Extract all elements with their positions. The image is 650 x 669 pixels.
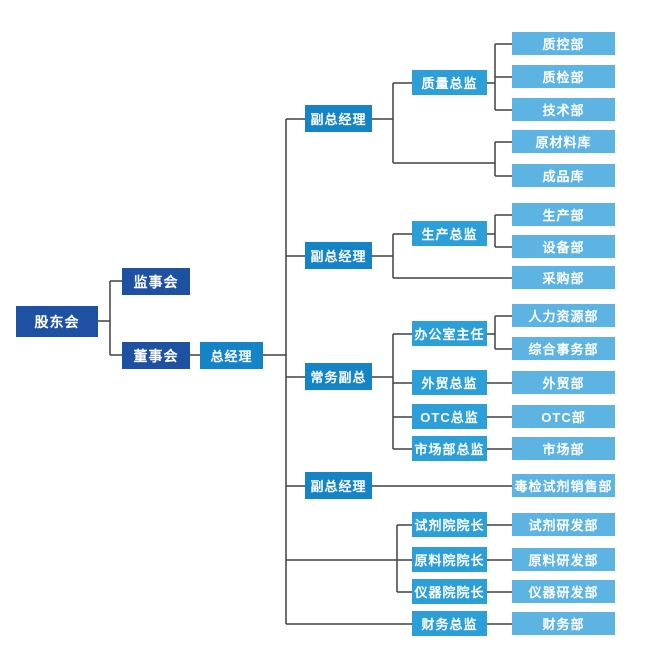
org-node-executive-deputy-gm: 常务副总 [305,363,372,390]
org-node-deputy-gm-sales: 副总经理 [305,472,372,499]
org-node-otc-dept: OTC部 [512,405,615,428]
org-node-purchasing-dept: 采购部 [512,266,615,289]
org-node-marketing-director: 市场部总监 [412,436,487,461]
org-node-production-director: 生产总监 [412,221,487,246]
org-node-otc-director: OTC总监 [412,404,487,429]
org-node-instrument-rd-dept: 仪器研发部 [512,580,615,603]
org-node-reagent-institute-dean: 试剂院院长 [412,512,487,537]
org-node-finance-dept: 财务部 [512,612,615,635]
org-node-qc-dept: 质控部 [512,32,615,55]
org-node-finished-goods-warehouse: 成品库 [512,164,615,187]
org-node-finance-director: 财务总监 [412,611,487,636]
org-node-quality-director: 质量总监 [412,70,487,95]
org-node-foreign-trade-director: 外贸总监 [412,370,487,395]
org-node-board-of-directors: 董事会 [122,342,190,369]
org-node-marketing-dept: 市场部 [512,437,615,460]
org-node-technology-dept: 技术部 [512,98,615,121]
org-node-reagent-rd-dept: 试剂研发部 [512,513,615,536]
org-node-general-manager: 总经理 [200,342,263,369]
org-node-raw-material-warehouse: 原材料库 [512,130,615,153]
org-node-toxicology-reagent-sales-dept: 毒检试剂销售部 [512,474,615,497]
org-node-foreign-trade-dept: 外贸部 [512,371,615,394]
org-node-hr-dept: 人力资源部 [512,304,615,327]
org-node-instrument-institute-dean: 仪器院院长 [412,579,487,604]
org-node-equipment-dept: 设备部 [512,235,615,258]
org-node-general-affairs-dept: 综合事务部 [512,337,615,360]
org-node-raw-material-institute-dean: 原料院院长 [412,547,487,572]
org-node-quality-inspection-dept: 质检部 [512,65,615,88]
org-node-production-dept: 生产部 [512,203,615,226]
org-node-shareholders-meeting: 股东会 [16,306,98,337]
org-node-office-director: 办公室主任 [412,321,487,346]
org-node-raw-material-rd-dept: 原料研发部 [512,548,615,571]
org-node-supervisory-board: 监事会 [122,268,190,295]
org-node-deputy-gm-quality: 副总经理 [305,105,372,132]
org-node-deputy-gm-production: 副总经理 [305,242,372,269]
